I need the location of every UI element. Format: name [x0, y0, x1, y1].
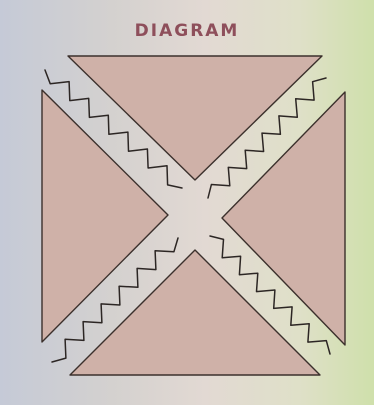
diagram-figure: [0, 0, 374, 405]
